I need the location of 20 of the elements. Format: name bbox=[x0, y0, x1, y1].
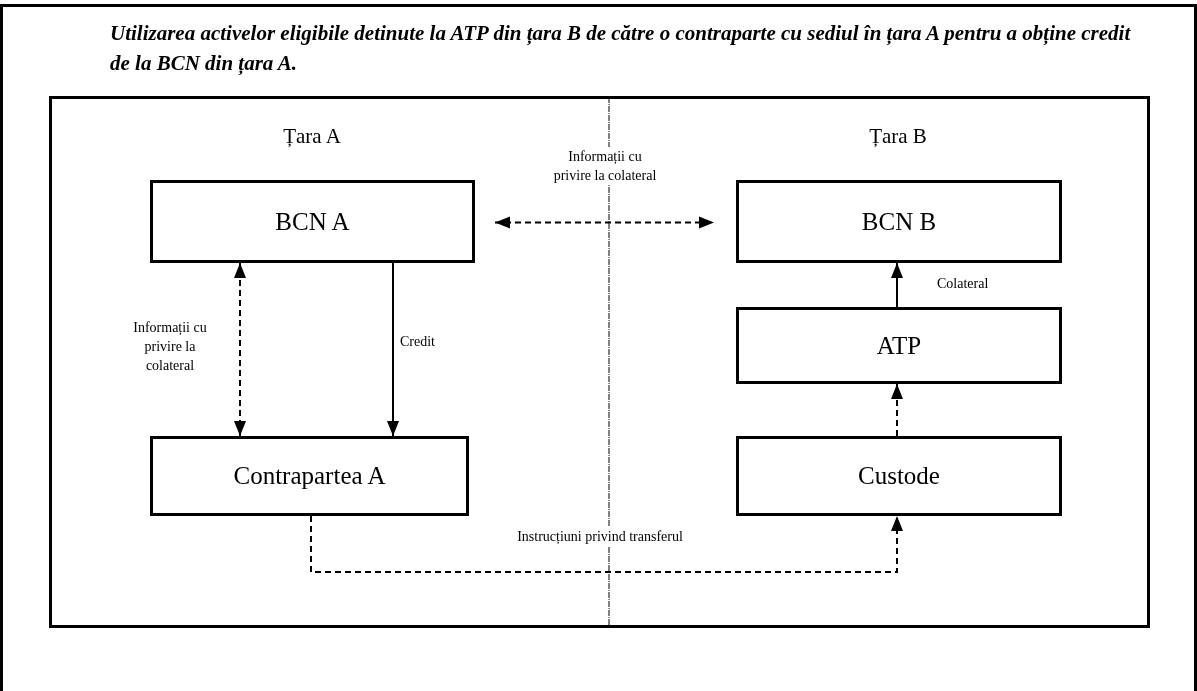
process-box bbox=[736, 436, 1062, 516]
box-label: ATP bbox=[876, 331, 922, 360]
arrow bbox=[891, 383, 903, 437]
title: Utilizarea activelor eligibile detinute la ATP din țara B de către o contraparte cu sediul în țara A pentru a obține credit de la BCN din țara A. bbox=[110, 20, 1132, 77]
arrow bbox=[891, 262, 903, 308]
arrow bbox=[387, 262, 399, 437]
country-label: Țara B bbox=[869, 124, 927, 149]
process-box bbox=[736, 307, 1062, 384]
edge-label: Instrucțiuni privind transferul bbox=[515, 527, 685, 546]
process-box bbox=[736, 180, 1062, 263]
country-label: Țara A bbox=[283, 124, 341, 149]
box-label: Custode bbox=[858, 462, 940, 490]
box-label: BCN A bbox=[275, 207, 350, 236]
process-box bbox=[150, 436, 469, 516]
box-label: BCN B bbox=[861, 207, 937, 236]
process-box bbox=[150, 180, 475, 263]
arrow bbox=[494, 216, 715, 229]
box-label: Contrapartea A bbox=[233, 462, 386, 490]
arrow bbox=[234, 262, 246, 437]
arrow bbox=[310, 515, 903, 573]
